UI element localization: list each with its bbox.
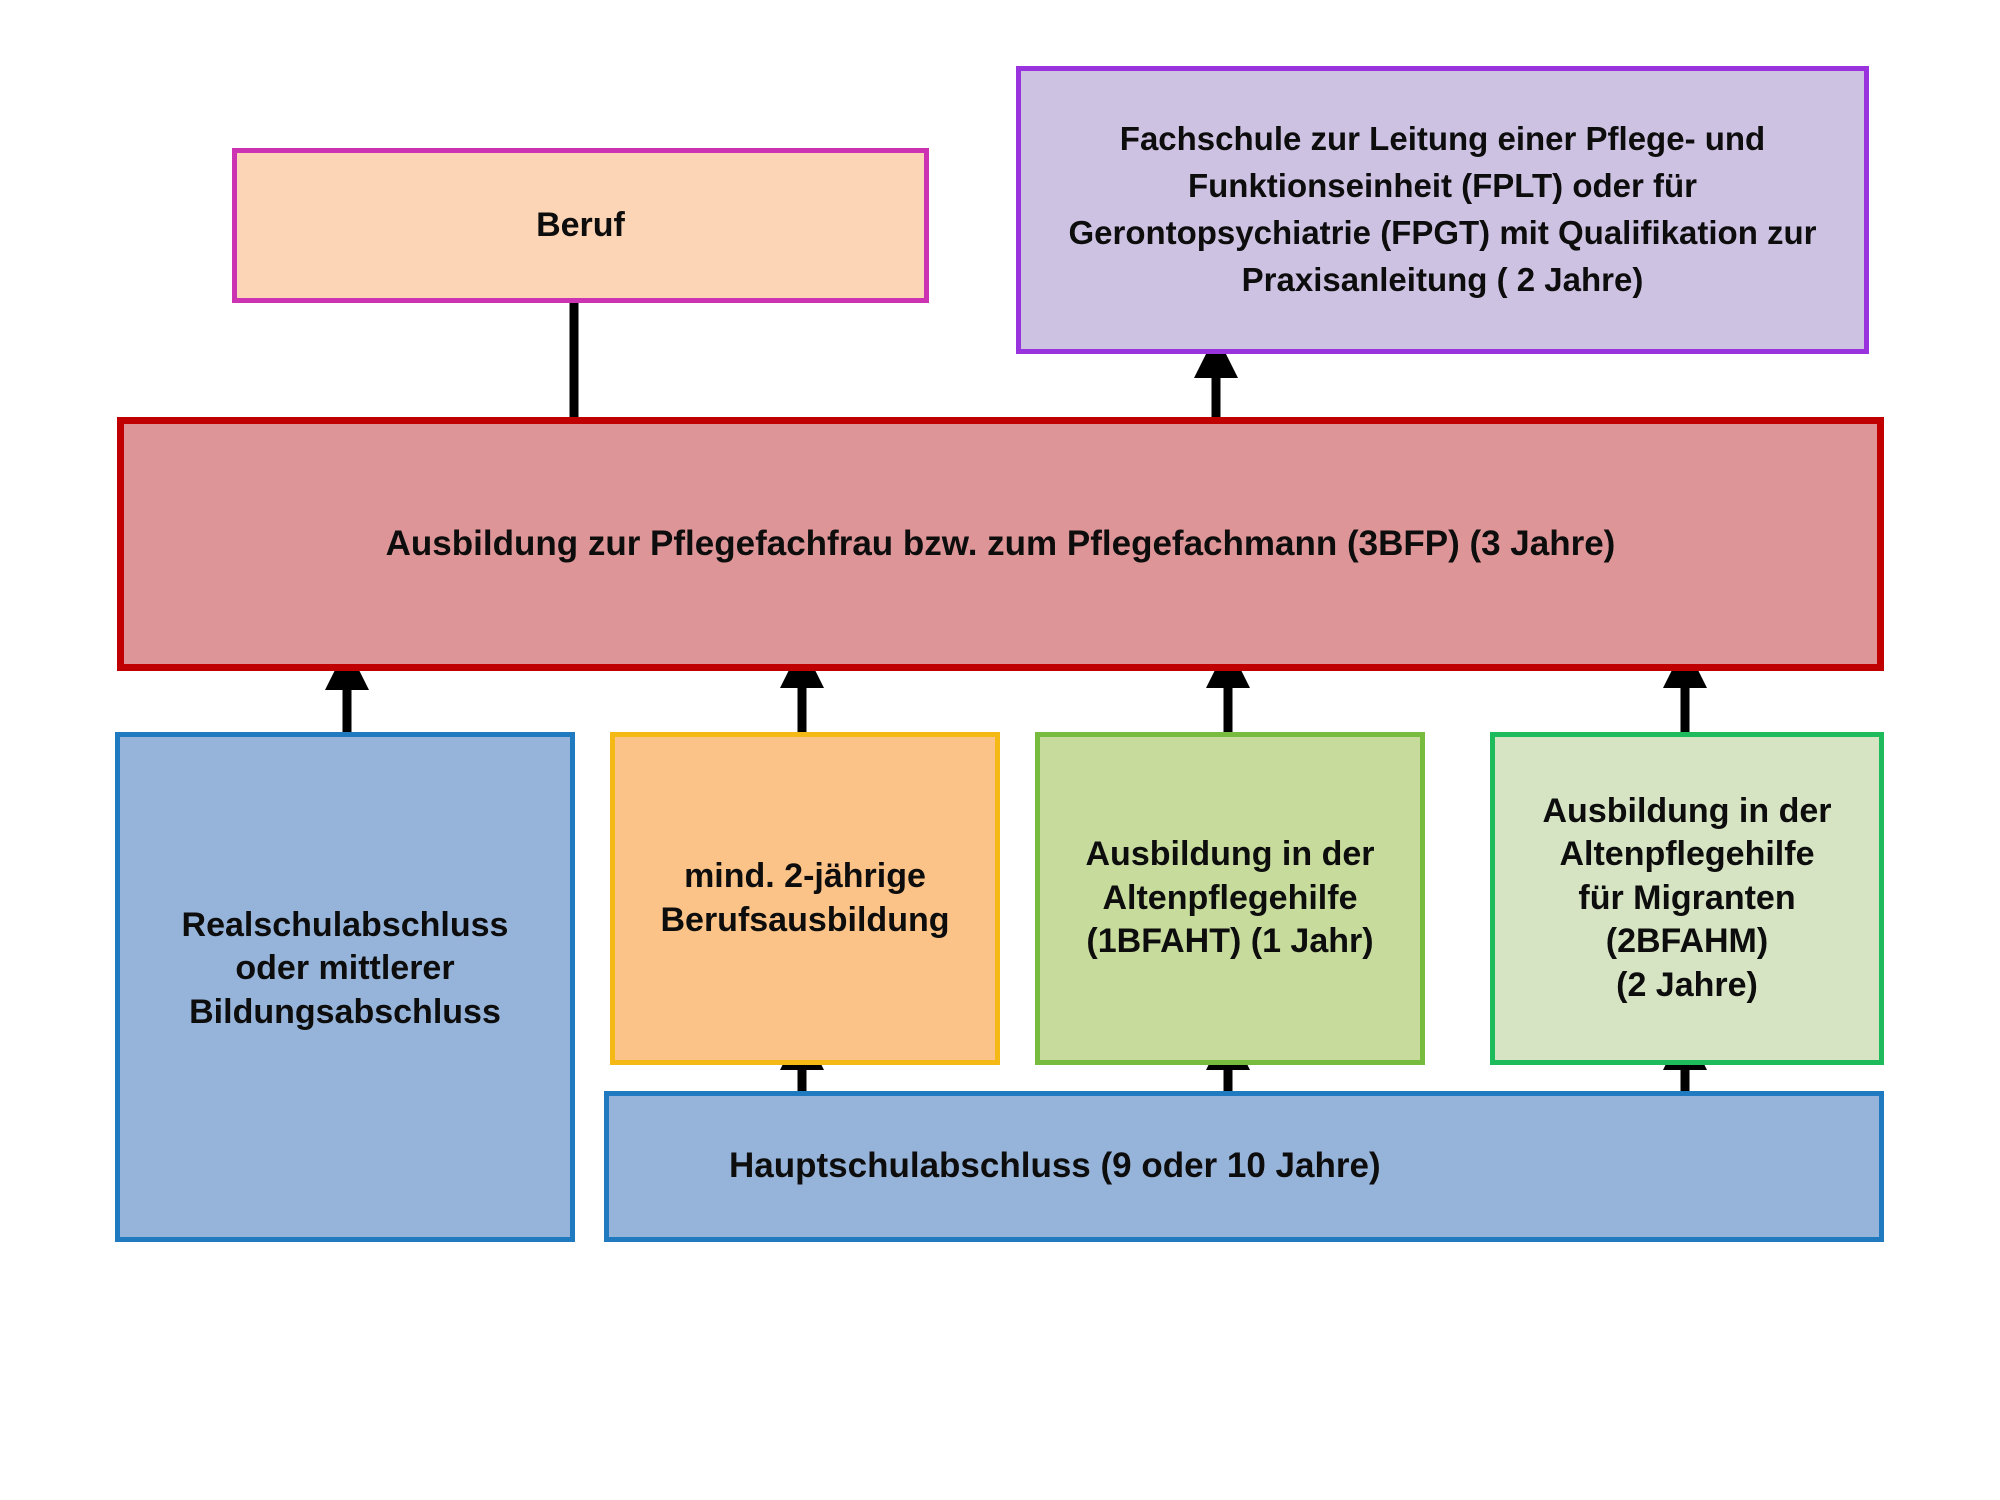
node-altenpflegehilfe-migranten-2bfahm[interactable]: Ausbildung in der Altenpflegehilfe für M… xyxy=(1490,732,1884,1065)
node-ausbildung-pflegefachfrau-pflegefachmann[interactable]: Ausbildung zur Pflegefachfrau bzw. zum P… xyxy=(117,417,1884,671)
node-hauptschulabschluss[interactable]: Hauptschulabschluss (9 oder 10 Jahre) xyxy=(604,1091,1884,1242)
node-beruf[interactable]: Beruf xyxy=(232,148,929,303)
arrow-pflegefach-to-fachschule xyxy=(1186,332,1246,422)
node-realschulabschluss[interactable]: Realschulabschluss oder mittlerer Bildun… xyxy=(115,732,575,1242)
node-altenpflegehilfe-1bfaht[interactable]: Ausbildung in der Altenpflegehilfe (1BFA… xyxy=(1035,732,1425,1065)
node-berufsausbildung[interactable]: mind. 2-jährige Berufsausbildung xyxy=(610,732,1000,1065)
node-fachschule-leitung-pflege[interactable]: Fachschule zur Leitung einer Pflege- und… xyxy=(1016,66,1869,354)
